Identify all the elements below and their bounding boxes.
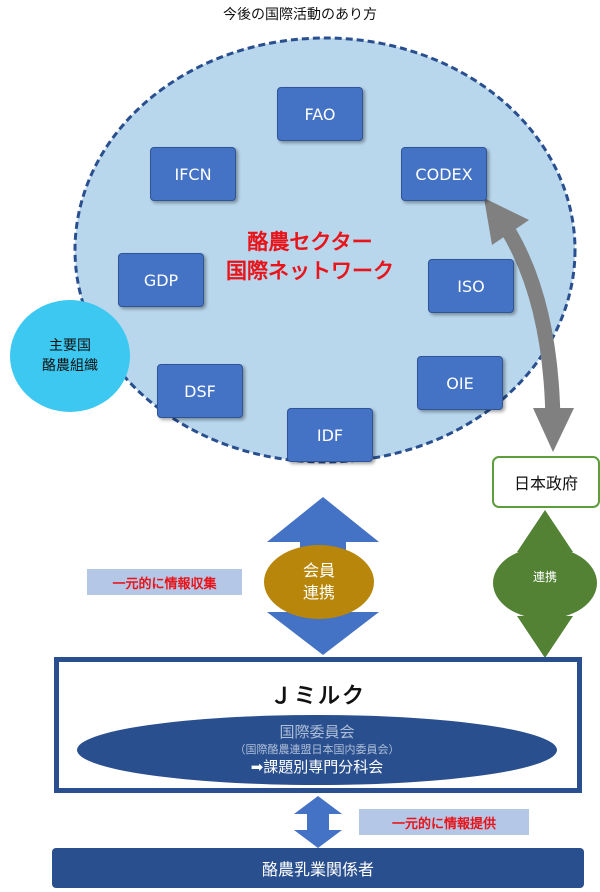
org-codex: CODEX (401, 147, 487, 201)
org-ifcn: IFCN (150, 147, 236, 201)
major-org-line1: 主要国 (49, 338, 91, 354)
org-fao: FAO (277, 87, 363, 141)
org-oie: OIE (417, 356, 503, 410)
international-committee-ellipse: 国際委員会 （国際酪農連盟日本国内委員会） ➡課題別専門分科会 (77, 715, 557, 785)
committee-title: 国際委員会 (279, 723, 355, 741)
gray-arrow-head-bottom (533, 408, 574, 452)
jmilk-box: Ｊミルク 国際委員会 （国際酪農連盟日本国内委員会） ➡課題別専門分科会 (54, 657, 582, 793)
gray-arrow-head-top (484, 198, 529, 245)
dairy-stakeholders-bar: 酪農乳業関係者 (52, 848, 584, 888)
major-org-line2: 酪農組織 (42, 358, 98, 374)
committee-subtitle: （国際酪農連盟日本国内委員会） (234, 743, 400, 756)
member-line2: 連携 (302, 583, 335, 602)
org-dsf: DSF (157, 364, 243, 418)
network-label-line2: 国際ネットワーク (226, 259, 394, 283)
network-label: 酪農セクター 国際ネットワーク (205, 228, 415, 286)
org-gdp: GDP (118, 253, 204, 307)
major-dairy-org-circle: 主要国 酪農組織 (10, 300, 130, 412)
info-provide-tag: 一元的に情報提供 (359, 809, 529, 835)
jmilk-title: Ｊミルク (269, 684, 366, 709)
member-link-ellipse: 会員 連携 (264, 545, 374, 619)
japan-government-box: 日本政府 (492, 456, 600, 508)
diagram-title: 今後の国際活動のあり方 (223, 7, 377, 23)
org-iso: ISO (428, 259, 514, 313)
green-link-ellipse (493, 547, 597, 619)
gray-curved-arrow (502, 228, 561, 426)
member-line1: 会員 (302, 561, 335, 580)
network-label-line1: 酪農セクター (247, 230, 373, 254)
green-arrow-top (517, 510, 573, 552)
gov-link-label: 連携 (532, 570, 557, 584)
org-idf: IDF (287, 408, 373, 462)
info-collect-tag: 一元的に情報収集 (87, 569, 242, 595)
committee-section: ➡課題別専門分科会 (250, 758, 384, 776)
green-arrow-bottom (517, 616, 573, 658)
blue-double-arrow-bottom (294, 796, 342, 848)
